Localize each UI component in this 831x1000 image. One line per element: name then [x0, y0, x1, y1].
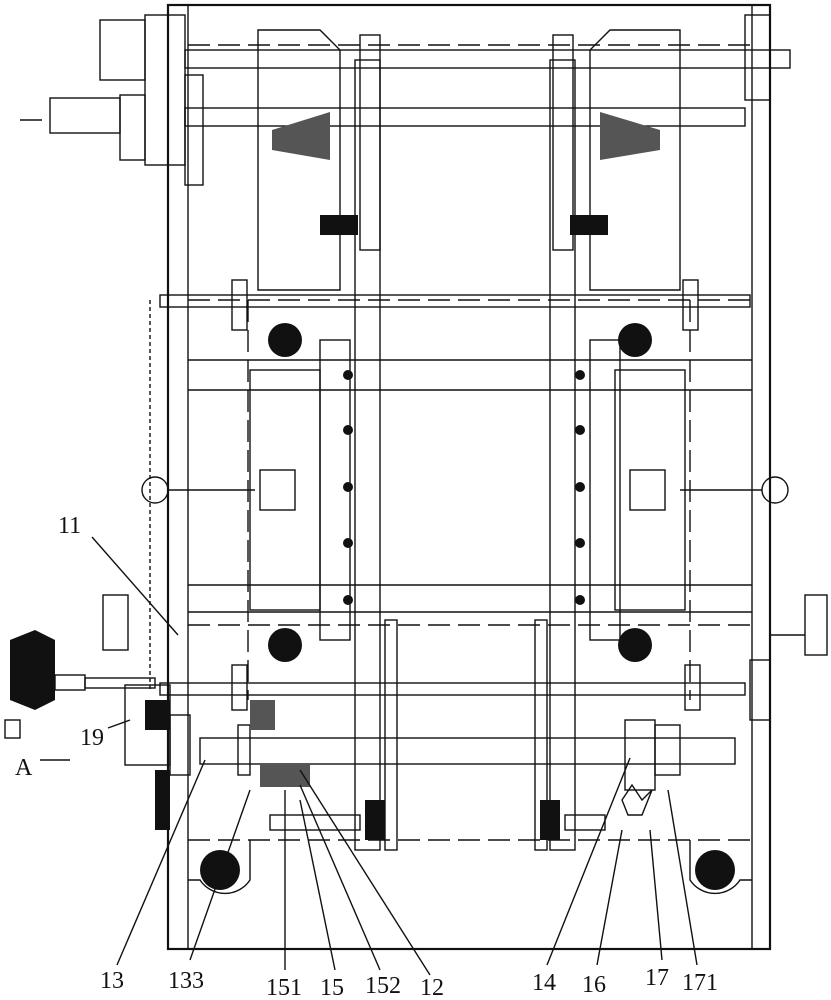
label-13: 13	[100, 968, 124, 994]
vertical-rails	[343, 59, 585, 851]
label-19: 19	[80, 725, 104, 751]
label-17: 17	[645, 965, 669, 991]
shafts	[141, 279, 828, 791]
label-12: 12	[420, 975, 444, 1000]
right-carriage	[552, 29, 686, 641]
top-rods	[20, 14, 791, 186]
label-11: 11	[58, 513, 81, 539]
label-133: 133	[168, 968, 204, 994]
label-14: 14	[532, 970, 556, 996]
part-labels: 11 19 A 13 133 151 15 152 12 14 16 17 17…	[15, 513, 718, 1000]
leader-lines	[40, 536, 698, 976]
label-15: 15	[320, 975, 344, 1000]
label-151: 151	[266, 975, 302, 1000]
handwheel-assembly	[4, 594, 653, 840]
label-152: 152	[365, 973, 401, 999]
label-16: 16	[582, 972, 606, 998]
label-171: 171	[682, 970, 718, 996]
label-A: A	[15, 755, 33, 781]
knobs	[200, 323, 735, 890]
frame	[166, 3, 772, 951]
